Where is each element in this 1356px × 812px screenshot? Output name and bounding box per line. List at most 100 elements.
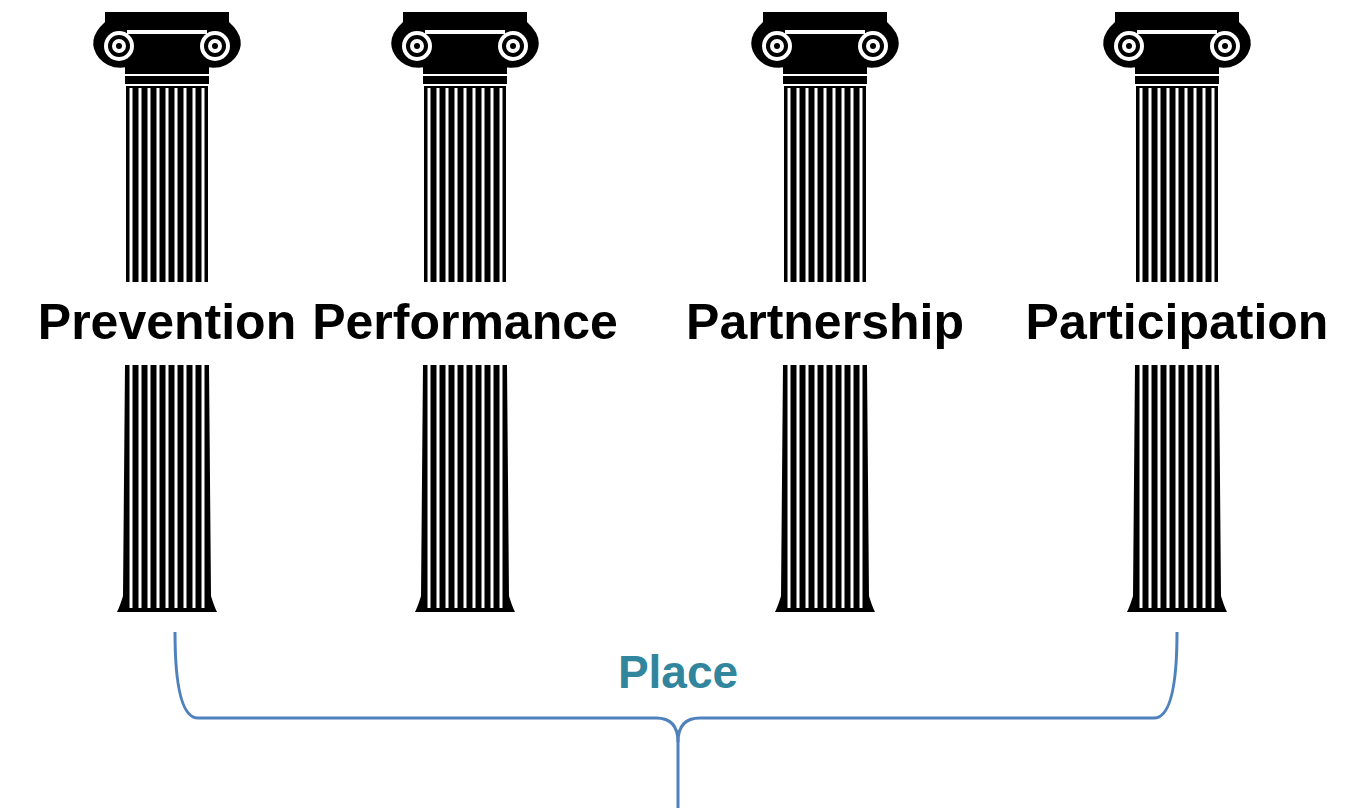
column-flute [788,365,791,608]
column-flute [148,365,151,608]
column-flute [482,365,485,608]
column-shaft [424,86,506,282]
column-volute-eye [410,39,424,53]
column-volute-eye [402,31,432,61]
column-flute [1194,365,1197,608]
column-abacus [105,12,229,22]
column-shaft [117,365,217,612]
column-flute [175,365,178,608]
column-flute [446,88,449,282]
column-volute-eye [414,43,420,49]
column-pillar: Prevention [0,0,337,640]
column-shaft [784,86,866,282]
column-flute [1185,365,1188,608]
column-volute-eye [212,43,218,49]
column-flute [184,88,187,282]
column-volute-eye [1122,39,1136,53]
column-volute-eye [1114,31,1144,61]
pillar-label: Partnership [655,292,995,352]
column-shaft [1127,365,1227,612]
curly-bracket [678,632,1177,742]
column-flute [428,88,431,282]
column-flute [157,88,160,282]
bracket-label: Place [528,645,828,699]
column-flute [1140,365,1143,608]
column-flute [446,365,449,608]
column-neck-line [1135,74,1219,76]
column-shaft [415,365,515,612]
column-volute-eye [1222,43,1228,49]
column-volute-eye [116,43,122,49]
column-flute [1167,88,1170,282]
column-flute [833,88,836,282]
column-flute [437,365,440,608]
column-flute [833,365,836,608]
column-volute-eye [204,35,226,57]
column-volute-eye [200,31,230,61]
column-band [785,30,865,34]
column-shaft [1136,86,1218,282]
column-flute [1212,88,1215,282]
column-neck [125,66,209,84]
column-flute [184,365,187,608]
column-flute [157,365,160,608]
column-flute [1176,365,1179,608]
column-flute [1158,88,1161,282]
column-volute-eye [112,39,126,53]
column-flute [437,88,440,282]
column-flute [815,88,818,282]
column-flute [428,365,431,608]
column-volute-eye [858,31,888,61]
column-flute [860,365,863,608]
column-shaft [775,365,875,612]
column-flute [202,88,205,282]
column-flute [464,365,467,608]
column-flute [851,88,854,282]
column-volute [391,22,539,68]
column-volute-eye [770,39,784,53]
column-volute-eye [208,39,222,53]
column-band [127,30,207,34]
column-flute [166,88,169,282]
column-flute [797,365,800,608]
column-flute [193,365,196,608]
column-flute [1158,365,1161,608]
column-flute [193,88,196,282]
column-flute [202,365,205,608]
column-volute-eye [1126,43,1132,49]
column-flute [842,88,845,282]
column-flute [166,365,169,608]
column-shaft [126,86,208,282]
column-flute [175,88,178,282]
column-flute [1149,365,1152,608]
column-flute [860,88,863,282]
column-flute [1185,88,1188,282]
column-flute [1203,88,1206,282]
column-flute [1212,365,1215,608]
column-flute [482,88,485,282]
column-flute [806,88,809,282]
column-flute [455,88,458,282]
column-flute [824,365,827,608]
column-volute-eye [870,43,876,49]
column-flute [1194,88,1197,282]
column-neck-line [423,74,507,76]
column-volute-eye [104,31,134,61]
column-band [1137,30,1217,34]
column-volute-eye [862,35,884,57]
column-volute-eye [1118,35,1140,57]
column-flute [500,365,503,608]
column-flute [842,365,845,608]
column-flute [1203,365,1206,608]
column-volute-eye [406,35,428,57]
column-flute [806,365,809,608]
column-flute [788,88,791,282]
column-abacus [763,12,887,22]
column-flute [1149,88,1152,282]
column-flute [455,365,458,608]
column-flute [139,365,142,608]
column-flute [464,88,467,282]
column-volute-eye [774,43,780,49]
column-flute [491,365,494,608]
